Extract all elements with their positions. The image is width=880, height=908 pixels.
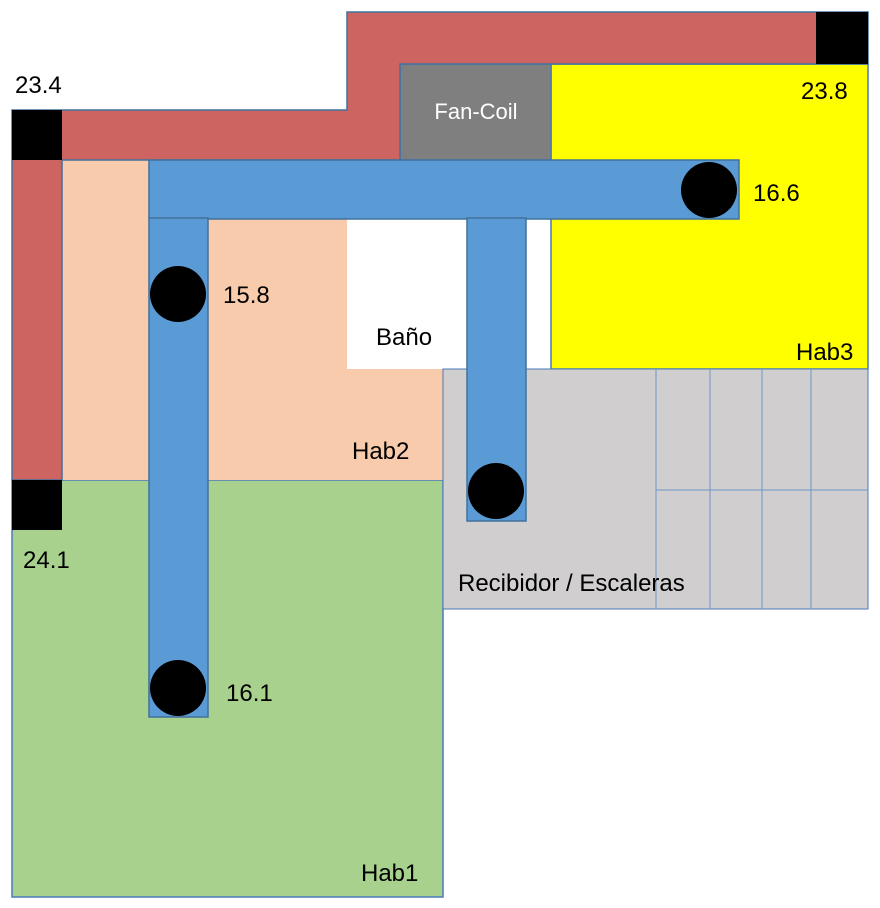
supply-temp-hab1: 16.1 <box>226 680 273 707</box>
return-temp-left-bottom: 24.1 <box>23 547 70 574</box>
return-temp-top-right: 23.8 <box>801 78 848 105</box>
supply-diffuser-hab2 <box>150 266 206 322</box>
supply-diffuser-hab1 <box>150 660 206 716</box>
room-hab2-lower <box>347 369 443 480</box>
fan-coil-label: Fan-Coil <box>434 99 517 124</box>
room-hab1 <box>11 479 444 898</box>
supply-temp-hab3: 16.6 <box>753 180 800 207</box>
supply-duct-main <box>148 159 740 220</box>
room-label-hab3: Hab3 <box>796 339 853 366</box>
fan-coil-unit <box>399 63 552 161</box>
supply-temp-hab2: 15.8 <box>223 282 270 309</box>
supply-diffuser-hall <box>468 463 524 519</box>
room-label-bano: Baño <box>376 324 432 351</box>
stairs-grid <box>655 369 868 609</box>
supply-diffuser-hab3 <box>681 162 737 218</box>
return-grille-top-left <box>12 110 62 160</box>
room-label-hab2: Hab2 <box>352 438 409 465</box>
room-label-recibidor: Recibidor / Escaleras <box>458 570 685 597</box>
return-grille-top-right <box>816 12 868 64</box>
room-label-hab1: Hab1 <box>361 860 418 887</box>
return-grille-left-bottom <box>12 480 62 530</box>
return-temp-top-left: 23.4 <box>15 72 62 99</box>
